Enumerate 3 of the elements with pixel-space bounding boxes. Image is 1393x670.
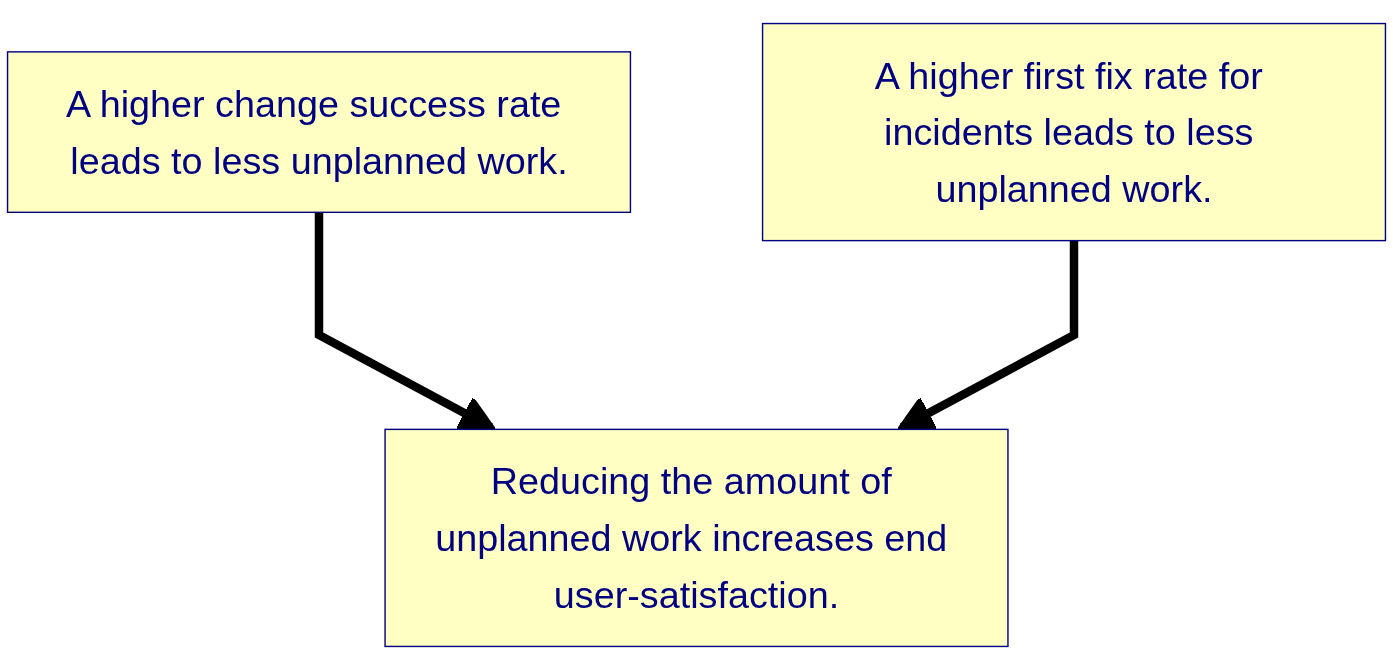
node-box: A higher first fix rate for incidents leads to less unplanned work. bbox=[761, 22, 1387, 242]
node-box: Reducing the amount of unplanned work increases end user-satisfaction. bbox=[384, 428, 1009, 648]
node-box: A higher change success rate leads to less unplanned work. bbox=[6, 51, 632, 213]
